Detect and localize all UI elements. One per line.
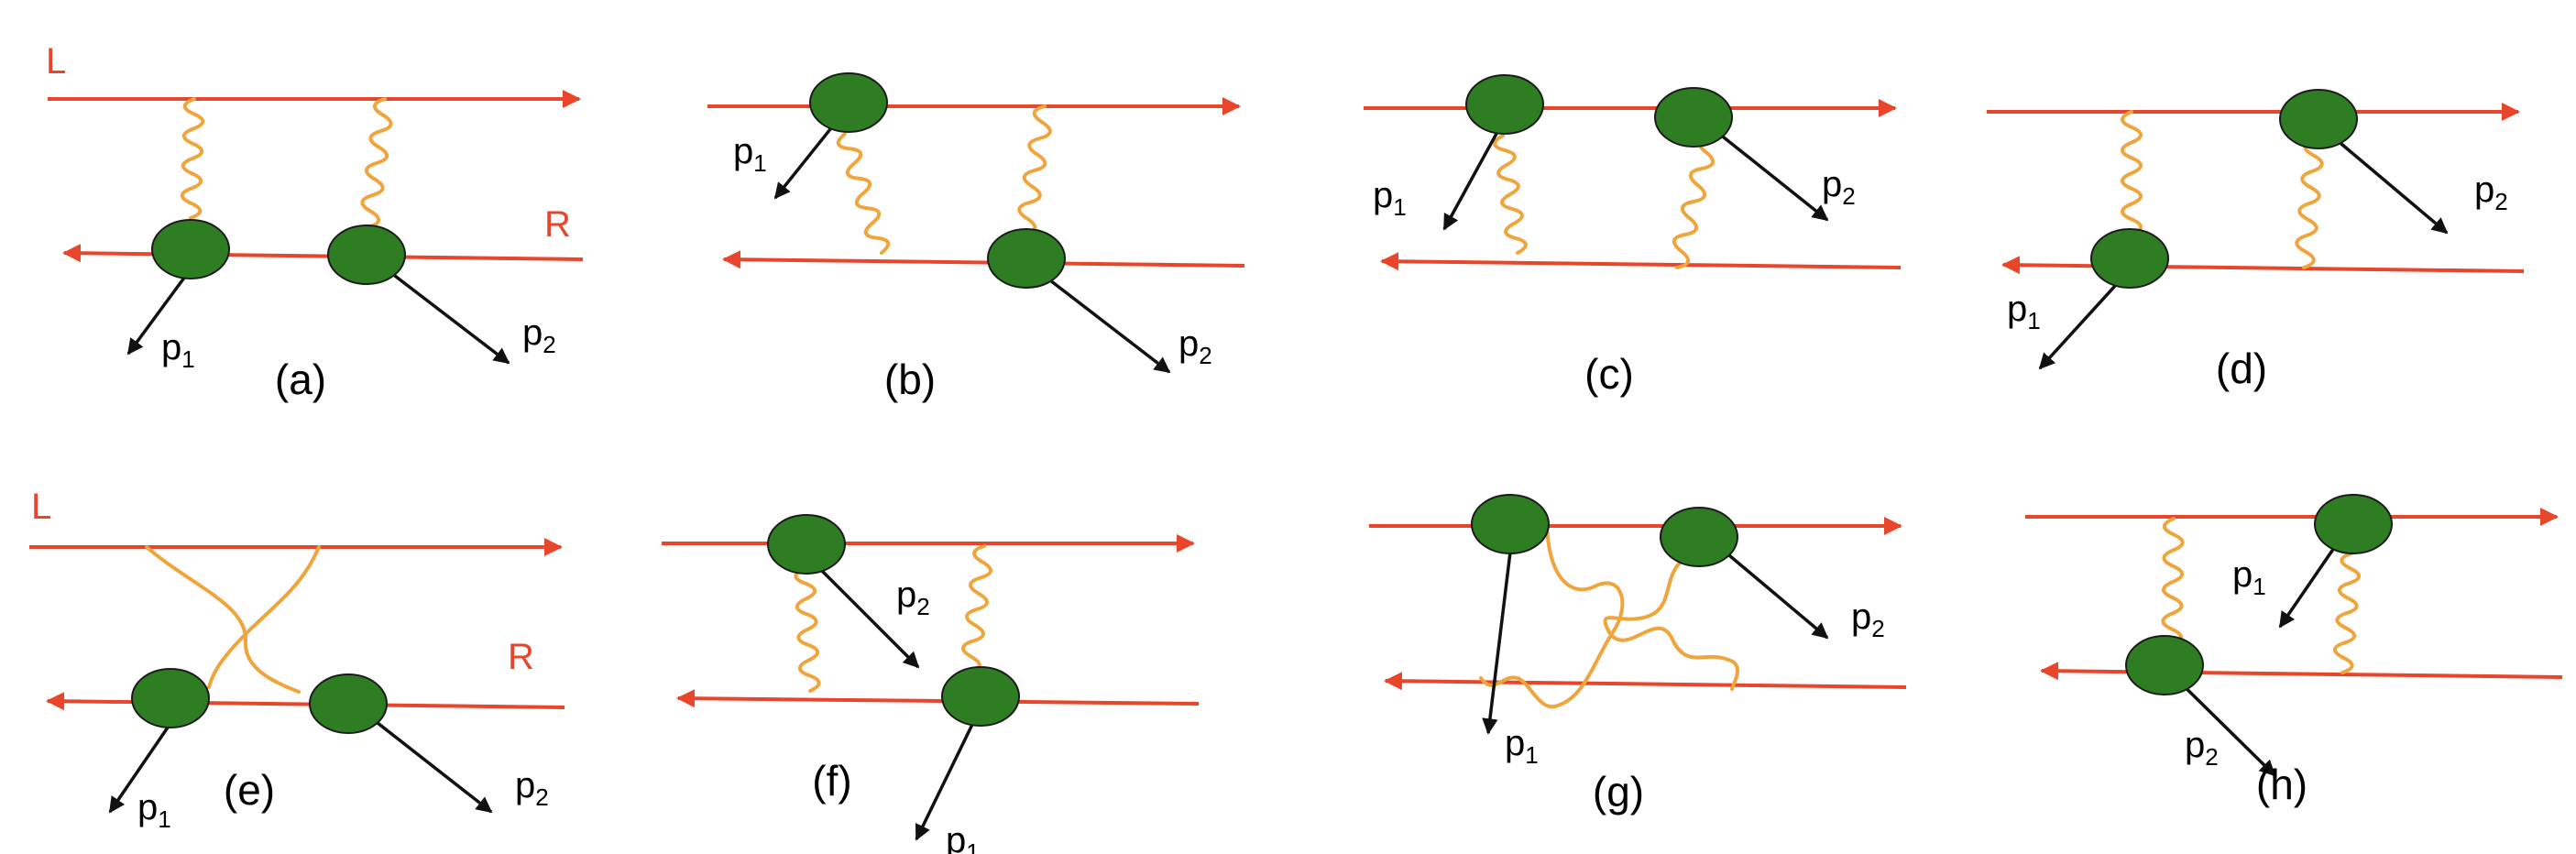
panel-h-photon-right [2332,552,2362,674]
panel-a-beam-bottom [62,244,584,263]
panel-e-momentum-p2 [363,711,493,814]
panel-d-caption: (d) [2216,345,2267,392]
panel-h-photon-left [2161,517,2185,647]
panel-e-caption: (e) [224,766,275,814]
panel-c-photon-left [1493,134,1528,255]
panel-b-vertex-bottom [987,228,1066,289]
panel-a-caption: (a) [275,356,326,403]
panel-e-vertex-right [309,673,388,734]
panel-c-vertex-right [1654,87,1733,148]
panel-h-vertex-bottom [2125,635,2204,695]
panel-e-label-L: L [31,487,51,527]
panel-g-photon-crossed-1 [1479,526,1625,709]
panel-g-momentum-p1 [1482,536,1514,735]
panel-c-beam-bottom [1380,252,1902,271]
panel-f-photon-left [794,566,821,693]
panel-g-caption: (g) [1593,768,1644,816]
panel-b-label-p1: p1 [733,131,767,177]
panel-g-vertex-left [1471,494,1550,554]
panel-e-label-p1: p1 [137,787,171,833]
panel-b-caption: (b) [884,356,936,403]
panel-d-vertex-right [2279,89,2358,149]
panel-h-vertex-top [2314,494,2393,554]
panel-b-vertex-top [809,72,888,133]
panel-a-photon-right [360,97,393,229]
panel-d-photon-right [2295,137,2324,269]
panel-e-label-R: R [508,637,534,677]
vertex-blob-layer [131,72,2393,734]
panel-f-photon-right [961,544,992,674]
beam-and-photon-layer [29,90,2563,711]
panel-b-label-p2: p2 [1178,323,1212,369]
panel-b-photon-right [1017,104,1052,236]
label-layer: L Rp1 p2 (a) p1 p2 (b) p1 p2 (c) p1 p2 (d) L Rp1 p2 (e) p… [31,41,2508,854]
panel-a-label-R: R [544,204,571,245]
panel-e-label-p2: p2 [515,765,549,811]
panel-c-label-p1: p1 [1373,175,1407,221]
panel-c-label-p2: p2 [1822,164,1856,210]
panel-g-vertex-right [1660,507,1738,567]
panel-e-photon-crossed-2 [207,545,321,689]
panel-g-photon-crossed-2 [1603,552,1740,691]
panel-f-caption: (f) [812,757,851,805]
panel-d-beam-bottom [2001,256,2525,275]
panel-h-label-p1: p1 [2232,554,2266,600]
panel-e-vertex-left [131,668,210,728]
panel-a-momentum-p2 [374,259,510,365]
panel-b-photon-left [836,132,891,255]
panel-c-caption: (c) [1584,350,1634,398]
panel-a-label-L: L [46,41,66,82]
panel-b-beam-bottom [722,250,1245,269]
momentum-arrow-layer [108,104,2449,841]
panel-f-vertex-top [767,514,846,575]
panel-d-label-p2: p2 [2474,170,2508,215]
panel-h-beam-bottom [2040,662,2563,681]
panel-a-label-p2: p2 [522,312,556,358]
panel-f-label-p1: p1 [946,820,980,854]
panel-e-beam-bottom [46,692,565,711]
panel-g-beam-bottom [1384,672,1907,691]
panel-d-label-p1: p1 [2007,289,2041,334]
panel-a-vertex-right [327,224,406,285]
panel-c-vertex-left [1465,74,1544,135]
panel-a-vertex-left [151,219,230,279]
panel-f-vertex-bottom [941,666,1020,727]
panel-f-beam-bottom [676,689,1200,708]
panel-f-label-p2: p2 [896,575,930,620]
panel-a-photon-left [180,97,205,220]
panel-g-label-p2: p2 [1851,597,1885,642]
panel-a-label-p1: p1 [161,327,195,373]
panel-f-momentum-p1 [915,703,984,841]
panel-h-caption: (h) [2256,761,2307,808]
panel-g-label-p1: p1 [1505,723,1539,769]
panel-c-photon-right [1672,134,1715,269]
panel-d-photon-left [2121,110,2143,236]
panel-h-label-p2: p2 [2185,725,2219,771]
panel-d-vertex-left [2090,228,2169,289]
